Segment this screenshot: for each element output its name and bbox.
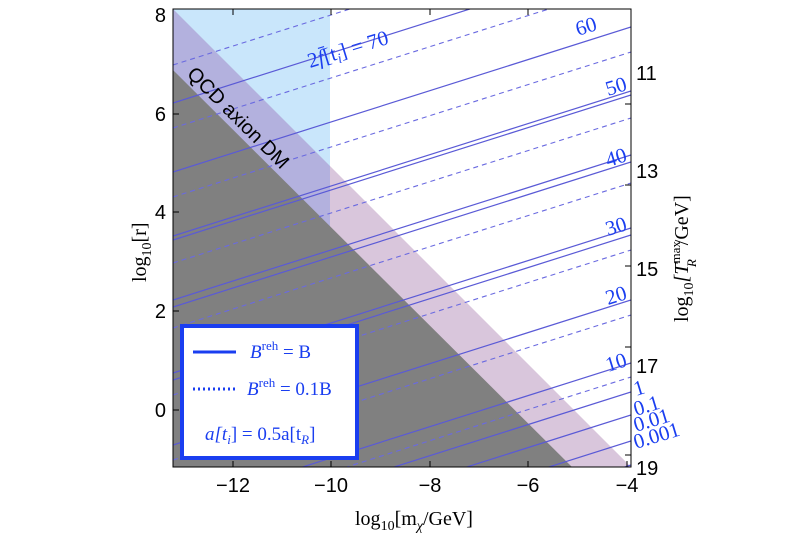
svg-text:0: 0 [155, 400, 166, 422]
svg-text:−10: −10 [314, 475, 348, 497]
y-axis-title: log10[r] [129, 222, 155, 282]
svg-text:17: 17 [636, 356, 658, 378]
contour-labels: 2f̄[ti] = 70 60 50 40 30 20 10 1 0.1 0.0… [304, 12, 682, 454]
x-axis-title: log10[mχ/GeV] [355, 508, 473, 534]
contour-lines [173, 9, 631, 467]
svg-text:8: 8 [155, 5, 166, 27]
y-tick-labels: 0 2 4 6 8 [155, 5, 166, 422]
svg-text:2: 2 [155, 301, 166, 323]
plot-frame [172, 8, 632, 468]
x-tick-labels: −12 −10 −8 −6 −4 [216, 475, 638, 497]
svg-text:−4: −4 [616, 475, 639, 497]
svg-text:−12: −12 [216, 475, 250, 497]
qcd-band [173, 9, 330, 243]
svg-text:13: 13 [636, 161, 658, 183]
svg-text:15: 15 [636, 259, 658, 281]
svg-text:−8: −8 [419, 475, 442, 497]
y-ticks [173, 103, 631, 456]
dashed-contour-lines [173, 9, 631, 467]
legend: Breh = B Breh = 0.1B a[ti] = 0.5a[tR] [180, 324, 359, 460]
svg-text:11: 11 [636, 63, 657, 85]
svg-text:6: 6 [155, 104, 166, 126]
svg-text:−6: −6 [517, 475, 540, 497]
y2-axis-title: log10[TmaxR/GeV] [668, 195, 699, 322]
svg-text:19: 19 [636, 458, 658, 480]
legend-solid-label: Breh = B [250, 338, 311, 363]
x-ticks [232, 9, 628, 467]
svg-text:4: 4 [155, 202, 166, 224]
qcd-band-pink [330, 166, 631, 467]
y2-tick-labels: 11 13 15 17 19 [636, 63, 658, 480]
legend-dashed-label: Breh = 0.1B [247, 375, 332, 400]
legend-box [180, 324, 359, 460]
legend-note: a[ti] = 0.5a[tR] [205, 424, 315, 447]
